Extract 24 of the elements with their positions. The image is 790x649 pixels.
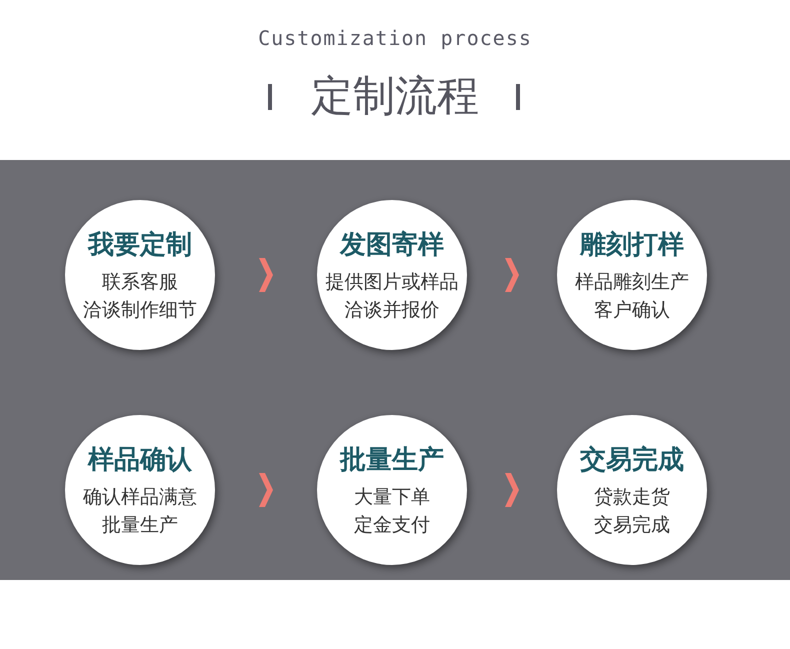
subtitle: Customization process bbox=[257, 26, 533, 50]
step-title: 批量生产 bbox=[340, 444, 444, 476]
step-description: 洽谈制作细节 bbox=[83, 298, 197, 322]
step-description: 样品雕刻生产 bbox=[575, 270, 689, 294]
step-description: 洽谈并报价 bbox=[344, 298, 440, 322]
step-description: 联系客服 bbox=[102, 270, 178, 294]
step-title: 发图寄样 bbox=[340, 228, 444, 262]
step-description: 确认样品满意 bbox=[83, 484, 197, 510]
step-description: 批量生产 bbox=[102, 512, 178, 538]
step-title: 雕刻打样 bbox=[580, 228, 684, 262]
step-description: 定金支付 bbox=[354, 512, 430, 538]
step-description: 交易完成 bbox=[594, 512, 670, 538]
chevron-arrow bbox=[259, 258, 273, 292]
step-description: 大量下单 bbox=[354, 484, 430, 510]
step-title: 我要定制 bbox=[88, 228, 192, 262]
step-title: 交易完成 bbox=[580, 444, 684, 476]
step-title: 样品确认 bbox=[88, 444, 192, 476]
step-description: 客户确认 bbox=[594, 298, 670, 322]
chevron-arrow bbox=[505, 473, 519, 507]
step-description: 贷款走货 bbox=[594, 484, 670, 510]
chevron-arrow bbox=[259, 473, 273, 507]
step-description: 提供图片或样品 bbox=[326, 270, 458, 294]
chevron-arrow bbox=[505, 258, 519, 292]
title: 定制流程 bbox=[310, 70, 480, 122]
